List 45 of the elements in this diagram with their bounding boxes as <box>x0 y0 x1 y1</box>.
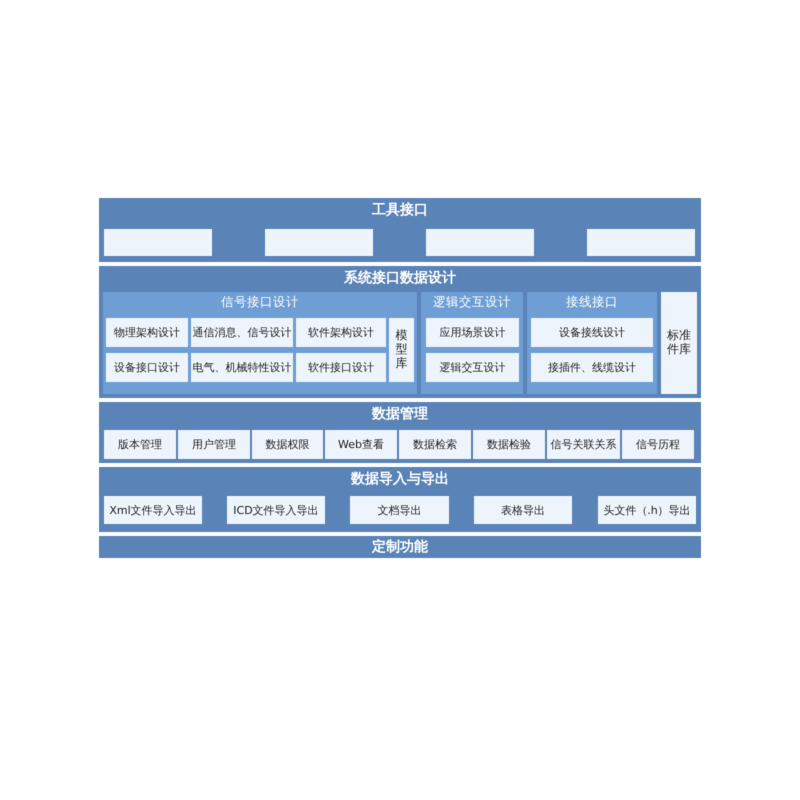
module-tile: 信号历程 <box>622 430 694 459</box>
module-tile: 软件接口设计 <box>296 353 386 382</box>
module-tile: 用户管理 <box>178 430 250 459</box>
group-panel <box>421 292 523 394</box>
group-title: 接线接口 <box>565 293 619 311</box>
module-tile: 物理架构设计 <box>106 318 188 347</box>
layer-band <box>99 536 701 558</box>
layer-band <box>99 198 701 262</box>
group-panel <box>527 292 657 394</box>
layer-band <box>99 402 701 463</box>
module-tile: 数据检验 <box>473 430 545 459</box>
module-tile: 设备接口设计 <box>106 353 188 382</box>
group-title: 信号接口设计 <box>220 293 300 311</box>
tool-tile <box>587 229 695 256</box>
module-tile: 接插件、线缆设计 <box>531 353 653 382</box>
library-tile: 标准件库 <box>661 292 697 394</box>
tool-tile <box>104 229 212 256</box>
group-panel <box>103 292 417 394</box>
layer-title: 定制功能 <box>370 538 429 557</box>
layer-title: 系统接口数据设计 <box>343 269 457 288</box>
module-tile: Xml文件导入导出 <box>104 496 202 524</box>
layer-band <box>99 266 701 398</box>
module-tile: 信号关联关系 <box>547 430 620 459</box>
module-tile: 软件架构设计 <box>296 318 386 347</box>
module-tile: 头文件（.h）导出 <box>598 496 696 524</box>
module-tile: Web查看 <box>325 430 397 459</box>
layer-title: 数据管理 <box>370 405 429 424</box>
module-tile: 电气、机械特性设计 <box>191 353 293 382</box>
layer-title: 工具接口 <box>371 201 429 220</box>
module-tile: 表格导出 <box>474 496 572 524</box>
module-tile: 数据检索 <box>399 430 471 459</box>
module-tile: 逻辑交互设计 <box>426 353 519 382</box>
module-tile: 数据权限 <box>252 430 323 459</box>
module-tile: ICD文件导入导出 <box>227 496 325 524</box>
tool-tile <box>426 229 534 256</box>
layer-title: 数据导入与导出 <box>350 470 450 489</box>
module-tile: 设备接线设计 <box>531 318 653 347</box>
module-tile: 版本管理 <box>104 430 176 459</box>
layer-band <box>99 467 701 532</box>
module-tile: 通信消息、信号设计 <box>191 318 293 347</box>
module-tile: 文档导出 <box>350 496 449 524</box>
library-tile: 模型库 <box>389 318 414 382</box>
module-tile: 应用场景设计 <box>426 318 519 347</box>
group-title: 逻辑交互设计 <box>432 293 512 311</box>
tool-tile <box>265 229 373 256</box>
